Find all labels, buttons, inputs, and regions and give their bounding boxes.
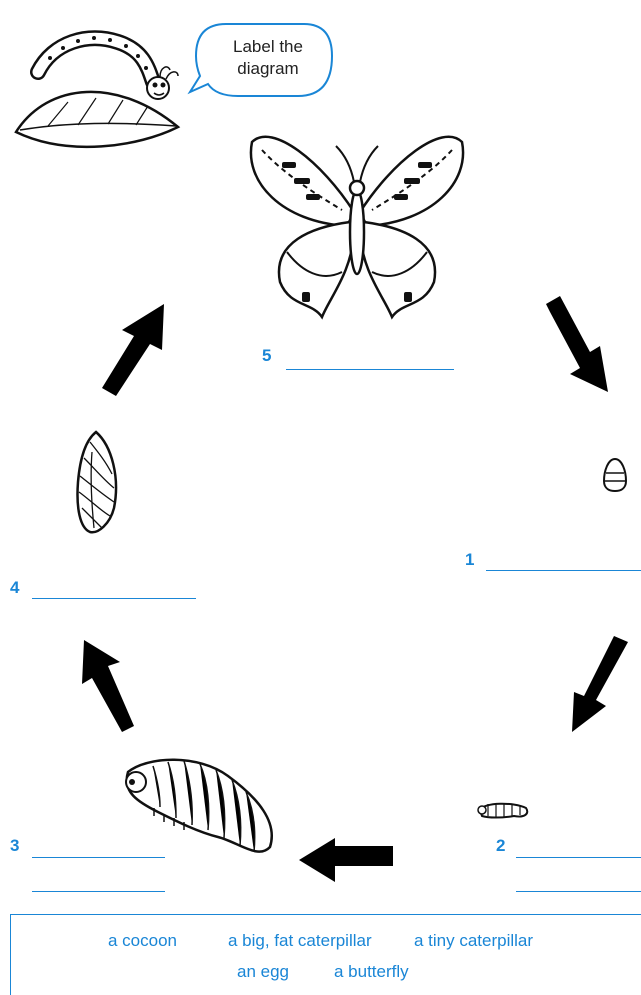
stage-1-answer-line[interactable] bbox=[486, 570, 641, 571]
big-caterpillar-illustration bbox=[118, 752, 283, 867]
word-bank-box bbox=[10, 914, 641, 995]
stage-2-answer-line-2[interactable] bbox=[516, 891, 641, 892]
egg-illustration bbox=[600, 455, 630, 495]
stage-5-answer-line[interactable] bbox=[286, 369, 454, 370]
stage-3-number: 3 bbox=[10, 836, 19, 856]
word-bank-item: a cocoon bbox=[108, 931, 177, 951]
cocoon-illustration bbox=[68, 428, 128, 540]
stage-5-number: 5 bbox=[262, 346, 271, 366]
word-bank-item: an egg bbox=[237, 962, 289, 982]
stage-3-answer-line-2[interactable] bbox=[32, 891, 165, 892]
bubble-text: Label the diagram bbox=[218, 36, 318, 80]
arrow-down-right-icon bbox=[538, 292, 618, 397]
arrow-down-left-icon bbox=[566, 632, 636, 736]
bubble-line-2: diagram bbox=[218, 58, 318, 80]
stage-4-number: 4 bbox=[10, 578, 19, 598]
stage-4-answer-line[interactable] bbox=[32, 598, 196, 599]
bubble-line-1: Label the bbox=[218, 36, 318, 58]
arrow-left-icon bbox=[295, 832, 395, 894]
stage-1-number: 1 bbox=[465, 550, 474, 570]
stage-2-number: 2 bbox=[496, 836, 505, 856]
word-bank-item: a butterfly bbox=[334, 962, 409, 982]
word-bank-item: a big, fat caterpillar bbox=[228, 931, 372, 951]
arrow-up-right-icon bbox=[98, 300, 173, 398]
stage-3-answer-line-1[interactable] bbox=[32, 857, 165, 858]
tiny-caterpillar-illustration bbox=[474, 796, 534, 826]
butterfly-illustration bbox=[242, 122, 472, 327]
word-bank-item: a tiny caterpillar bbox=[414, 931, 533, 951]
caterpillar-on-leaf-illustration bbox=[8, 22, 193, 162]
stage-2-answer-line-1[interactable] bbox=[516, 857, 641, 858]
arrow-up-left-icon bbox=[78, 632, 148, 732]
